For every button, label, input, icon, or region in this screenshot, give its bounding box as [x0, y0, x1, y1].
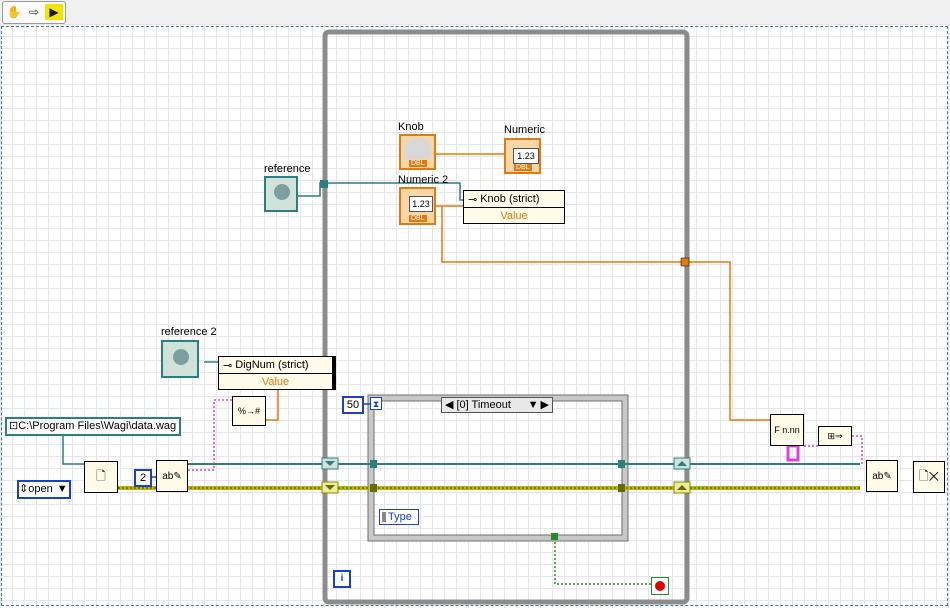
format-function-icon: %→#	[237, 406, 260, 416]
concatenate-function[interactable]: ⊞⇒	[818, 426, 852, 446]
dbl-tag: DBL	[409, 215, 427, 222]
write-file-icon: ab✎	[872, 470, 892, 482]
knob-label: Knob	[398, 121, 424, 133]
knob-property-value: Value	[500, 209, 528, 222]
property-node-icon: ⊸	[468, 193, 478, 206]
stop-icon	[655, 581, 665, 591]
format-into-string-icon: F n.nn	[774, 425, 800, 435]
dignum-property-node[interactable]: ⊸DigNum (strict) Value	[218, 356, 336, 390]
numeric2-control-terminal[interactable]: 1.23 DBL	[399, 187, 436, 225]
dropdown-icon: ▼	[56, 483, 68, 495]
diagram-toolbar: ✋ ⇨ ▶	[0, 0, 950, 24]
write-text-file-function[interactable]: ab✎	[156, 460, 188, 492]
reference-refnum-terminal[interactable]	[264, 176, 298, 212]
event-case-label: [0] Timeout	[456, 399, 511, 411]
write-text-file-function-2[interactable]: ab✎	[866, 460, 898, 492]
open-file-function[interactable]: 🗋	[84, 461, 118, 493]
prev-case-icon[interactable]: ◀	[445, 399, 454, 411]
open-file-icon: 🗋	[96, 468, 106, 483]
numeric2-display: 1.23	[409, 196, 433, 212]
numeric-label: Numeric	[504, 124, 545, 136]
file-path-value: C:\Program Files\Wagi\data.wag	[18, 420, 177, 432]
case-dropdown-icon[interactable]: ▼	[527, 399, 539, 411]
numeric-indicator-terminal[interactable]: 1.23 DBL	[504, 138, 541, 174]
dbl-tag: DBL	[514, 164, 532, 171]
dignum-property-header: DigNum (strict)	[235, 359, 309, 371]
event-data-type-node[interactable]: Type	[379, 509, 419, 525]
block-diagram[interactable]	[0, 24, 950, 608]
knob-property-node[interactable]: ⊸Knob (strict) Value	[463, 190, 565, 224]
toolbar-button-group: ✋ ⇨ ▶	[2, 1, 66, 24]
while-loop-frame[interactable]	[322, 29, 690, 605]
numeric-constant-2[interactable]: 2	[134, 469, 152, 487]
next-case-icon[interactable]: ▶	[540, 399, 549, 411]
timeout-constant[interactable]: 50	[342, 396, 364, 414]
knob-icon	[404, 138, 431, 159]
knob-property-header: Knob (strict)	[480, 193, 540, 205]
numeric2-label: Numeric 2	[398, 174, 449, 186]
file-path-constant[interactable]: ⊡C:\Program Files\Wagi\data.wag	[5, 417, 181, 436]
reference2-label: reference 2	[161, 326, 217, 338]
refnum-icon	[274, 184, 290, 200]
path-icon: ⊡	[9, 420, 19, 432]
open-mode-value: open	[28, 483, 53, 495]
close-file-icon: 🗋✕	[918, 468, 940, 483]
iteration-terminal[interactable]: i	[333, 570, 351, 588]
timeout-hourglass-icon: ⧗	[370, 397, 382, 410]
run-arrow-icon[interactable]: ▶	[45, 4, 63, 20]
concatenate-icon: ⊞⇒	[827, 430, 843, 441]
enum-arrows-icon: ⇕	[19, 483, 29, 495]
format-string-function[interactable]: %→#	[232, 396, 266, 426]
hand-tool-icon[interactable]: ✋	[6, 5, 22, 19]
step-arrow-icon[interactable]: ⇨	[28, 5, 40, 19]
open-mode-enum[interactable]: ⇕open▼	[17, 480, 71, 499]
write-file-icon: ab✎	[162, 470, 182, 482]
event-case-selector[interactable]: ◀ [0] Timeout ▼ ▶	[441, 397, 553, 413]
type-label: Type	[388, 511, 412, 523]
close-file-function[interactable]: 🗋✕	[913, 461, 945, 493]
loop-stop-condition[interactable]	[651, 577, 669, 595]
property-node-icon: ⊸	[223, 359, 233, 372]
knob-terminal[interactable]: DBL	[399, 134, 436, 170]
format-into-string-function[interactable]: F n.nn	[770, 414, 804, 446]
diagram-border	[1, 26, 948, 606]
numeric-display: 1.23	[513, 148, 539, 164]
refnum-icon	[173, 349, 189, 365]
reference2-refnum-terminal[interactable]	[161, 340, 199, 378]
dbl-tag: DBL	[409, 160, 427, 167]
reference-label: reference	[264, 163, 311, 175]
dignum-property-value: Value	[261, 375, 290, 388]
